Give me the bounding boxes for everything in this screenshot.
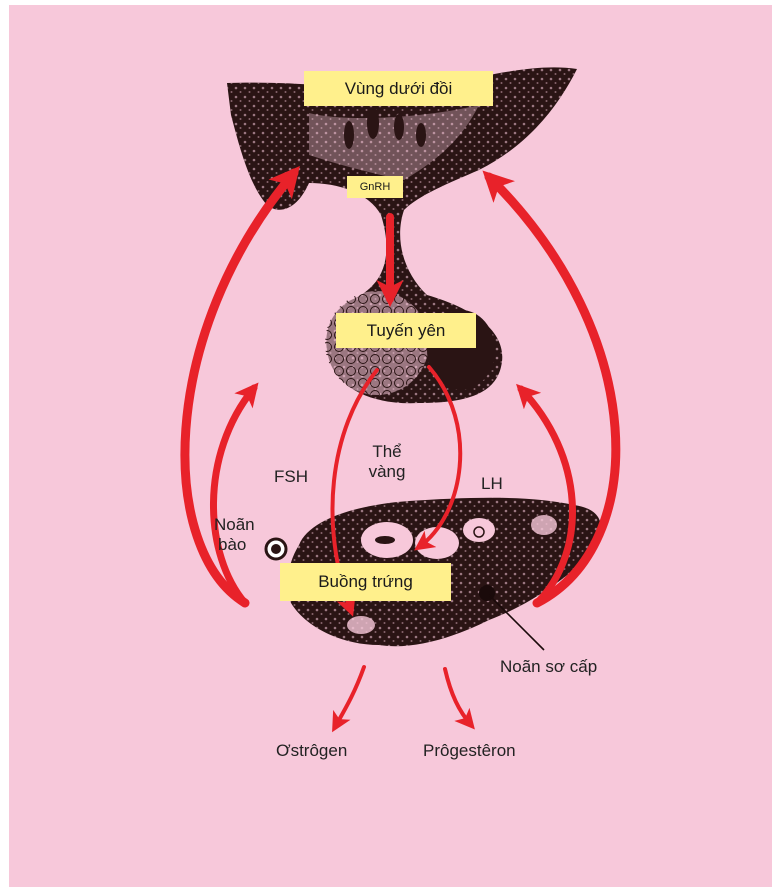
primary-oocyte-label: Noãn sơ cấp bbox=[500, 657, 597, 677]
follicle-line2: bào bbox=[218, 535, 255, 555]
corpus-luteum-line1: Thể bbox=[367, 442, 407, 462]
progesterone-label: Prôgestêron bbox=[423, 741, 516, 761]
estrogen-label: Ơstrôgen bbox=[276, 741, 347, 761]
pituitary-label: Tuyến yên bbox=[336, 313, 476, 348]
ovary-label: Buồng trứng bbox=[280, 563, 451, 601]
corpus-luteum-label: Thể vàng bbox=[367, 442, 407, 482]
gnrh-label: GnRH bbox=[347, 176, 403, 198]
diagram-canvas: Vùng dưới đồi GnRH Tuyến yên Buồng trứng… bbox=[9, 5, 772, 887]
lh-label: LH bbox=[481, 474, 503, 494]
fsh-label: FSH bbox=[274, 467, 308, 487]
hypothalamus-label: Vùng dưới đồi bbox=[304, 71, 493, 106]
follicle-label: Noãn bào bbox=[214, 515, 255, 555]
corpus-luteum-line2: vàng bbox=[367, 462, 407, 482]
follicle-line1: Noãn bbox=[214, 515, 255, 535]
follicle-symbol bbox=[266, 539, 286, 559]
